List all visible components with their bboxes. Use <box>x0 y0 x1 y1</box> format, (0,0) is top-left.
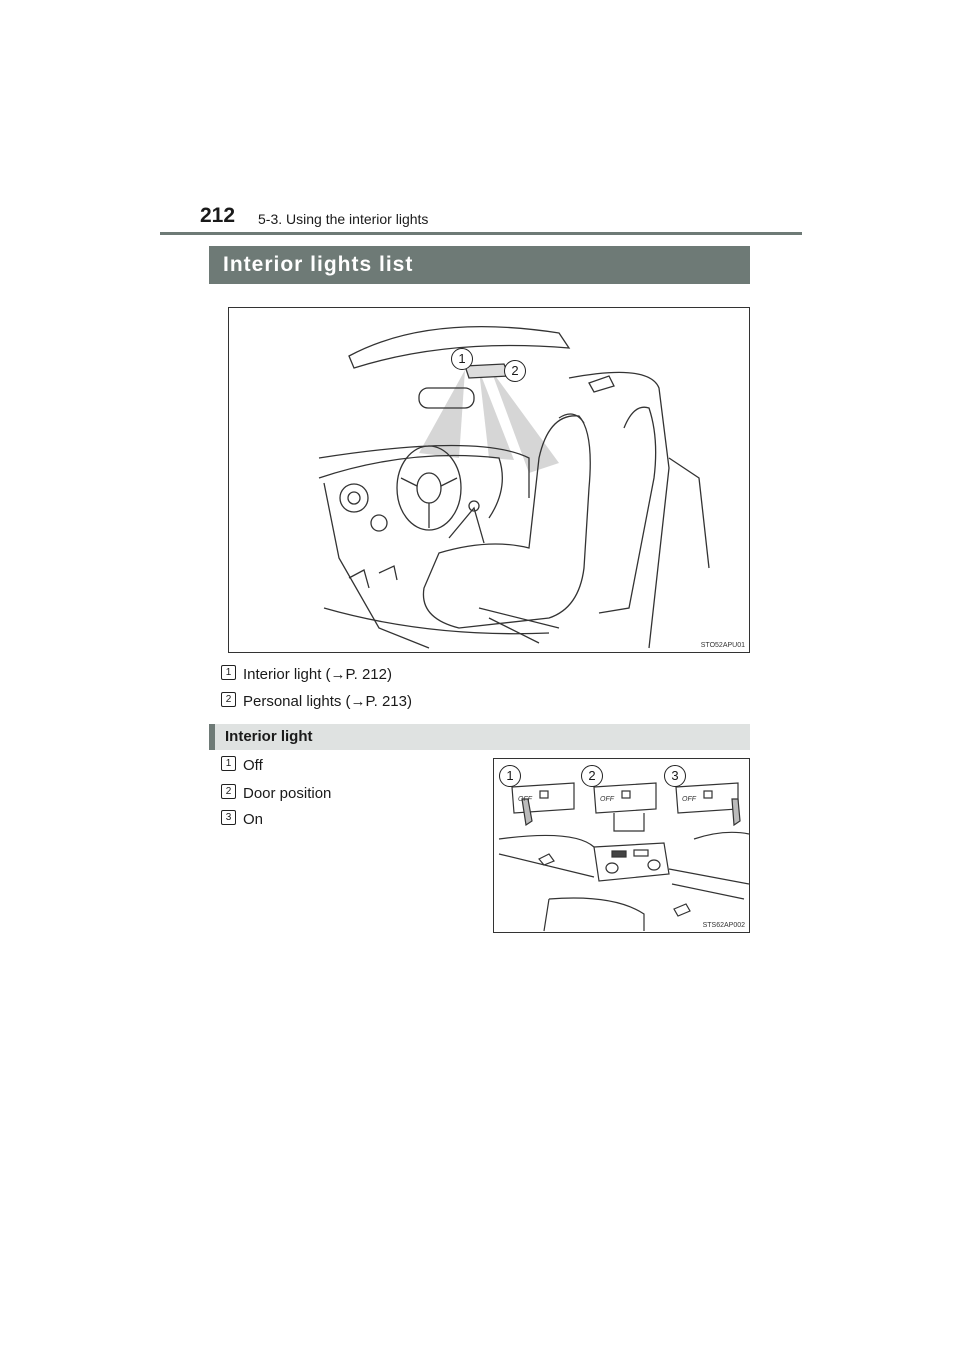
header-rule <box>160 232 802 235</box>
list2-item3-text: On <box>243 811 264 828</box>
figure2-callout-3: 3 <box>664 765 686 787</box>
list1-item2-text: Personal lights (→P. 213) <box>243 693 412 710</box>
figure2-callout-1: 1 <box>499 765 521 787</box>
switch2-off-label: OFF <box>600 796 615 803</box>
figure1-callout-1: 1 <box>451 348 473 370</box>
subsection-title: Interior light <box>209 724 750 750</box>
list1-item1-text: Interior light (→P. 212) <box>243 666 392 683</box>
list1-item1-number: 1 <box>221 665 236 680</box>
page-number: 212 <box>200 204 236 227</box>
car-interior-illustration <box>318 326 710 649</box>
section-title: Interior lights list <box>209 246 750 284</box>
figure1-callout-2: 2 <box>504 360 526 382</box>
switch3-off-label: OFF <box>682 796 697 803</box>
list2-item3-number: 3 <box>221 810 236 825</box>
interior-light-switch-figure: OFF OFF OFF 1 2 3 STS62AP002 <box>493 758 750 933</box>
car-interior-figure: 1 2 STO52APU01 <box>228 307 750 653</box>
list1-item2-number: 2 <box>221 692 236 707</box>
switch1-off-label: OFF <box>518 796 533 803</box>
interior-light-switch-illustration: OFF OFF OFF <box>498 782 749 932</box>
list2-item2-number: 2 <box>221 784 236 799</box>
section-path: 5-3. Using the interior lights <box>258 211 429 227</box>
list2-item1-number: 1 <box>221 756 236 771</box>
list2-item2-text: Door position <box>243 785 332 802</box>
figure2-code: STS62AP002 <box>702 922 745 929</box>
figure2-callout-2: 2 <box>581 765 603 787</box>
list2-item1-text: Off <box>243 757 263 774</box>
figure1-code: STO52APU01 <box>700 642 745 649</box>
